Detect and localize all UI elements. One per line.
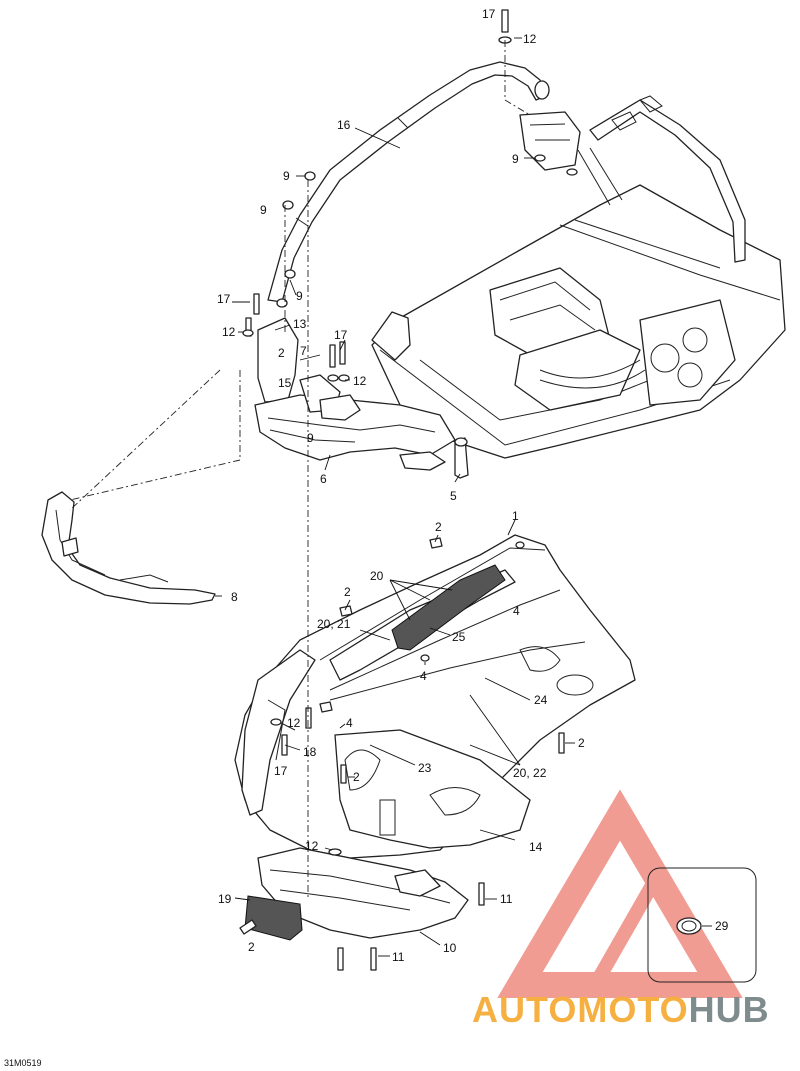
watermark-text: AUTOMOTOHUB bbox=[472, 989, 770, 1030]
callout-2d: 2 bbox=[578, 736, 585, 750]
front-trim-piece bbox=[41, 491, 216, 605]
inset-detail-box bbox=[647, 867, 757, 983]
watermark-logo bbox=[497, 789, 743, 998]
callout-5: 5 bbox=[450, 489, 457, 503]
callout-11b: 11 bbox=[392, 950, 405, 964]
belly-pan-assembly bbox=[234, 534, 636, 859]
callout-17a: 17 bbox=[482, 7, 496, 21]
callout-8: 8 bbox=[231, 590, 238, 604]
callout-2c: 2 bbox=[344, 585, 351, 599]
callout-17b: 17 bbox=[217, 292, 231, 306]
callout-2b: 2 bbox=[435, 520, 442, 534]
drawing-code: 31M0519 bbox=[4, 1058, 42, 1068]
callout-9d: 9 bbox=[296, 289, 303, 303]
callout-1: 1 bbox=[512, 509, 519, 523]
callout-11a: 11 bbox=[500, 892, 513, 906]
callout-12b: 12 bbox=[222, 325, 236, 339]
callout-4b: 4 bbox=[420, 669, 427, 683]
callout-6: 6 bbox=[320, 472, 327, 486]
callout-10: 10 bbox=[443, 941, 457, 955]
callout-2f: 2 bbox=[248, 940, 255, 954]
callout-12e: 12 bbox=[305, 839, 319, 853]
callout-9a: 9 bbox=[283, 169, 290, 183]
callout-15: 15 bbox=[278, 376, 292, 390]
fasteners bbox=[239, 9, 578, 971]
callout-23: 23 bbox=[418, 761, 432, 775]
callout-12c: 12 bbox=[353, 374, 367, 388]
callout-4c: 4 bbox=[346, 716, 353, 730]
callout-19: 19 bbox=[218, 892, 232, 906]
front-handle-tube bbox=[267, 61, 550, 303]
callout-24: 24 bbox=[534, 693, 548, 707]
callout-4a: 4 bbox=[513, 604, 520, 618]
chassis-frame bbox=[371, 95, 786, 459]
callout-20-22: 20, 22 bbox=[513, 766, 547, 780]
callout-9e: 9 bbox=[307, 431, 314, 445]
callout-14: 14 bbox=[529, 840, 543, 854]
leader-lines bbox=[215, 37, 712, 957]
callout-9b: 9 bbox=[260, 203, 267, 217]
watermark-auto: AUTOMOTO bbox=[472, 989, 689, 1030]
callout-7: 7 bbox=[300, 344, 307, 358]
callout-2e: 2 bbox=[353, 770, 360, 784]
callout-20-21: 20, 21 bbox=[317, 617, 351, 631]
watermark-hub: HUB bbox=[689, 989, 770, 1030]
callout-12d: 12 bbox=[287, 716, 301, 730]
front-bumper-assembly bbox=[254, 317, 469, 479]
skid-plate bbox=[244, 847, 469, 941]
callout-labels: 17 12 16 9 9 9 9 17 12 13 2 7 17 15 12 9… bbox=[217, 7, 729, 964]
callout-2a: 2 bbox=[278, 346, 285, 360]
callout-29: 29 bbox=[715, 919, 729, 933]
callout-12a: 12 bbox=[523, 32, 537, 46]
assembly-lines bbox=[69, 40, 531, 900]
callout-13: 13 bbox=[293, 317, 307, 331]
callout-25: 25 bbox=[452, 630, 466, 644]
callout-20a: 20 bbox=[370, 569, 384, 583]
callout-18: 18 bbox=[303, 745, 317, 759]
callout-17c: 17 bbox=[334, 328, 348, 342]
callout-16: 16 bbox=[337, 118, 351, 132]
callout-9c: 9 bbox=[512, 152, 519, 166]
callout-17d: 17 bbox=[274, 764, 288, 778]
